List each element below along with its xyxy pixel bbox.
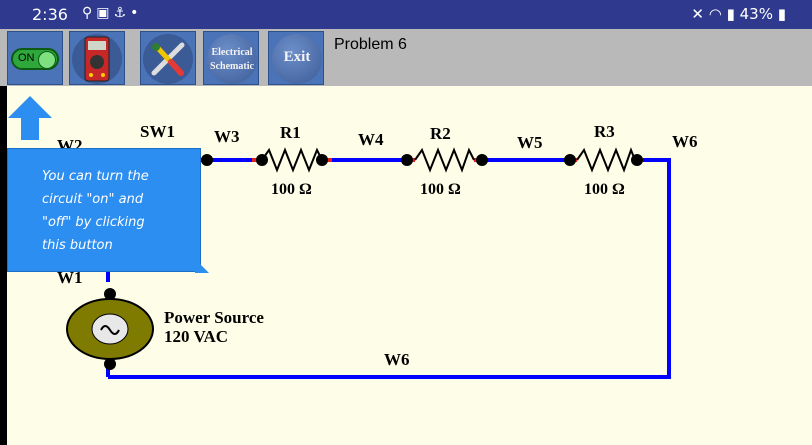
tooltip-line: "off" by clicking [42,215,145,230]
label-w4: W4 [358,130,384,149]
terminal-dot [476,154,488,166]
toggle-switch: ON [11,48,59,70]
value-r1: 100 Ω [271,181,312,198]
exit-button[interactable]: Exit [268,31,324,85]
resistor-r2 [414,147,475,173]
tooltip-tail [195,259,209,273]
terminal-dot [256,154,268,166]
power-source-rating: 120 VAC [164,327,229,346]
tools-icon [143,34,193,84]
signal-icon: ▮ [726,5,735,23]
status-bar: 2:36 ⚲▣⚓• ✕ ◠ ▮ 43% ▮ [0,0,812,29]
toolbar: ON Electrical Schematic Exit [0,29,812,86]
multimeter-icon [72,34,122,84]
status-time: 2:36 [32,5,68,24]
label-r3: R3 [594,122,615,141]
terminal-dot [564,154,576,166]
label-w1: W1 [57,268,83,287]
ac-wave-icon [100,325,120,335]
problem-title: Problem 6 [334,36,407,53]
battery-percent: 43% [739,5,773,23]
electrical-schematic-button[interactable]: Electrical Schematic [203,31,259,85]
terminal-dot [104,358,116,370]
arrow-up-icon [8,96,52,140]
gallery-icon: ▣ [96,5,114,21]
terminal-dot [631,154,643,166]
tooltip-line: circuit "on" and [42,192,144,207]
toggle-knob [38,51,56,69]
power-source-name: Power Source [164,308,264,327]
toggle-label: ON [18,52,35,64]
electrical-label-line1: Electrical [211,47,253,58]
tools-button[interactable] [140,31,196,85]
wifi-icon: ◠ [708,5,722,23]
resistor-r3 [576,147,636,173]
tooltip-line: this button [42,238,113,253]
usb-icon: ⚓ [113,5,131,21]
value-r2: 100 Ω [420,181,461,198]
label-r1: R1 [280,123,301,142]
label-sw1: SW1 [140,122,175,141]
hint-tooltip: You can turn the circuit "on" and "off" … [7,148,201,272]
terminal-dot [401,154,413,166]
exit-label: Exit [283,49,311,65]
location-icon: ⚲ [82,5,97,21]
multimeter-button[interactable] [69,31,125,85]
label-w6-top: W6 [672,132,698,151]
power-toggle-button[interactable]: ON [7,31,63,85]
terminal-dot [316,154,328,166]
electrical-label-line2: Schematic [210,61,254,72]
terminal-dot [201,154,213,166]
tooltip-line: You can turn the [42,169,149,184]
mute-icon: ✕ [691,5,704,23]
dot-icon: • [130,5,143,21]
battery-icon: ▮ [777,5,786,23]
label-r2: R2 [430,124,451,143]
status-icons-left: ⚲▣⚓• [82,5,142,21]
label-w3: W3 [214,127,240,146]
terminal-dot [104,288,116,300]
resistor-r1 [261,147,323,173]
label-w6-bottom: W6 [384,350,410,369]
label-w5: W5 [517,133,543,152]
value-r3: 100 Ω [584,181,625,198]
status-icons-right: ✕ ◠ ▮ 43% ▮ [691,5,786,23]
